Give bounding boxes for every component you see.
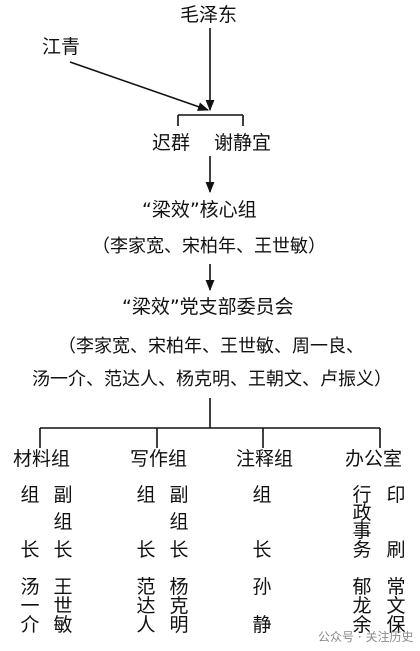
char: 事 <box>352 520 372 542</box>
node-xie: 谢静宜 <box>214 132 272 154</box>
char: 印 <box>386 484 406 506</box>
char: 长 <box>169 539 189 561</box>
char: 范 <box>136 576 156 598</box>
char: 副 <box>169 484 189 506</box>
char: 长 <box>136 539 156 561</box>
char: 汤 <box>20 576 40 598</box>
char: 余 <box>352 614 372 636</box>
char: 组 <box>252 484 272 506</box>
char: 人 <box>136 614 156 636</box>
node-branch: “梁效”党支部委员会 <box>122 296 294 318</box>
char: 一 <box>20 595 40 617</box>
node-branch-members-line1: （李家宽、宋柏年、王世敏、周一良、 <box>58 336 364 357</box>
node-jiang: 江青 <box>42 36 81 58</box>
node-core: “梁效”核心组 <box>142 199 257 221</box>
char: 组 <box>169 511 189 533</box>
char: 刷 <box>386 539 406 561</box>
node-branch-members-line2: 汤一介、范达人、杨克明、王朝文、卢振义） <box>32 369 392 390</box>
char: 世 <box>53 595 73 617</box>
char: 务 <box>352 539 372 561</box>
char: 组 <box>20 484 40 506</box>
group-header-office: 办公室 <box>345 448 403 470</box>
char: 敏 <box>53 614 73 636</box>
char: 文 <box>386 595 406 617</box>
char: 组 <box>53 511 73 533</box>
char: 龙 <box>352 595 372 617</box>
char: 长 <box>20 539 40 561</box>
char: 副 <box>53 484 73 506</box>
node-chi: 迟群 <box>152 132 191 154</box>
char: 长 <box>53 539 73 561</box>
watermark: 公众号 · 关注历史 <box>318 630 414 644</box>
char: 王 <box>53 576 73 598</box>
char: 介 <box>20 614 40 636</box>
node-mao: 毛泽东 <box>180 4 238 26</box>
char: 政 <box>352 502 372 524</box>
char: 长 <box>252 539 272 561</box>
char: 达 <box>136 595 156 617</box>
line-jiang-to-center <box>69 61 210 111</box>
char: 组 <box>136 484 156 506</box>
char: 静 <box>252 614 272 636</box>
char: 克 <box>169 595 189 617</box>
char: 明 <box>169 614 189 636</box>
char: 杨 <box>169 576 189 598</box>
char: 孙 <box>252 576 272 598</box>
group-header-materials: 材料组 <box>13 448 71 470</box>
char: 保 <box>386 614 406 636</box>
node-core-members: （李家宽、宋柏年、王世敏） <box>92 236 326 257</box>
char: 常 <box>386 576 406 598</box>
group-header-writing: 写作组 <box>130 448 188 470</box>
char: 行 <box>352 484 372 506</box>
group-header-annotation: 注释组 <box>236 448 294 470</box>
char: 郁 <box>352 576 372 598</box>
